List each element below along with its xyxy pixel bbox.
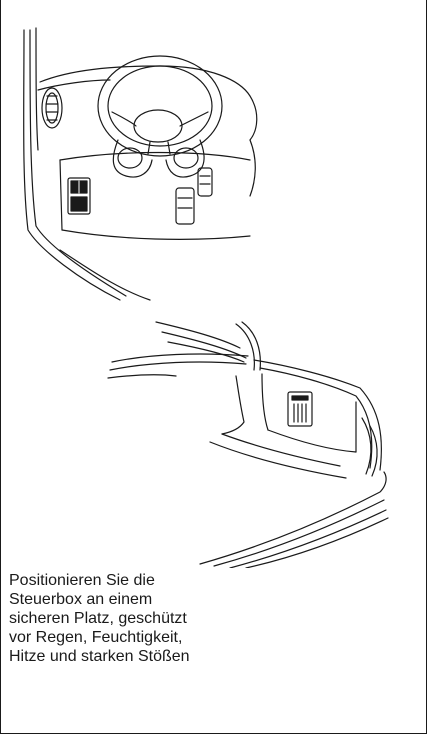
caption-line-5: Hitze und starken Stößen (9, 647, 309, 666)
caption-line-2: Steuerbox an einem (9, 590, 309, 609)
dashboard-illustration (0, 0, 427, 320)
trunk-illustration (0, 318, 427, 568)
caption-line-1: Positionieren Sie die (9, 571, 309, 590)
instruction-caption: Positionieren Sie die Steuerbox an einem… (9, 571, 309, 666)
caption-line-3: sicheren Platz, geschützt (9, 609, 309, 628)
caption-line-4: vor Regen, Feuchtigkeit, (9, 628, 309, 647)
